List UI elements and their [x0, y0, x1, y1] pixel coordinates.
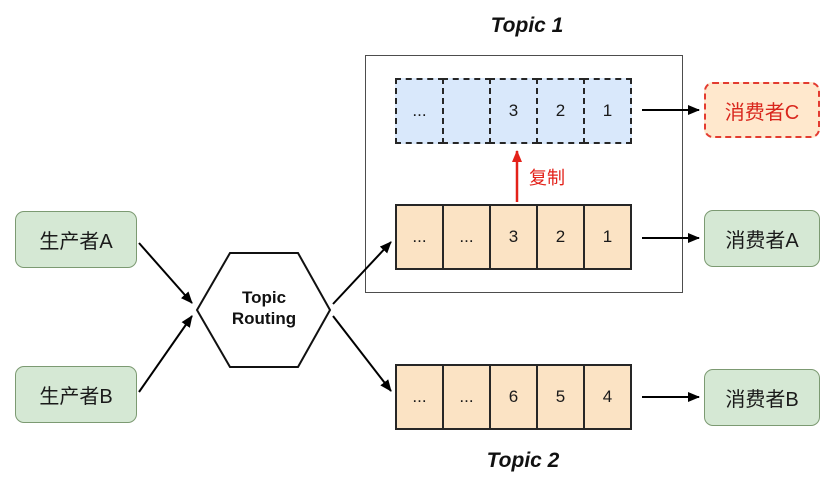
topic2-queue: ... ... 6 5 4: [395, 364, 632, 430]
queue-cell: 1: [583, 78, 632, 144]
topic-routing-label: Topic Routing: [231, 288, 297, 329]
producer-b-box: 生产者B: [15, 366, 137, 423]
queue-cell: 1: [583, 204, 632, 270]
queue-cell: ...: [395, 204, 444, 270]
queue-cell: 3: [489, 204, 538, 270]
consumer-b-box: 消费者B: [704, 369, 820, 426]
consumer-a-box: 消费者A: [704, 210, 820, 267]
arrow-producer-a-to-router: [138, 242, 193, 304]
producer-a-box: 生产者A: [15, 211, 137, 268]
queue-cell: 2: [536, 204, 585, 270]
topic2-title: Topic 2: [486, 449, 560, 472]
copy-label: 复制: [529, 168, 565, 188]
queue-cell: ...: [395, 364, 444, 430]
topic1-queue: ... ... 3 2 1: [395, 204, 632, 270]
queue-cell: [442, 78, 491, 144]
queue-cell: 6: [489, 364, 538, 430]
queue-cell: ...: [395, 78, 444, 144]
queue-cell: ...: [442, 204, 491, 270]
arrow-router-to-topic2: [332, 315, 392, 392]
consumer-c-box: 消费者C: [704, 82, 820, 138]
queue-cell: 3: [489, 78, 538, 144]
queue-cell: 4: [583, 364, 632, 430]
arrow-producer-b-to-router: [138, 315, 193, 393]
replica-queue: ... 3 2 1: [395, 78, 632, 144]
topic1-title: Topic 1: [490, 14, 564, 37]
queue-cell: 2: [536, 78, 585, 144]
queue-cell: 5: [536, 364, 585, 430]
queue-cell: ...: [442, 364, 491, 430]
